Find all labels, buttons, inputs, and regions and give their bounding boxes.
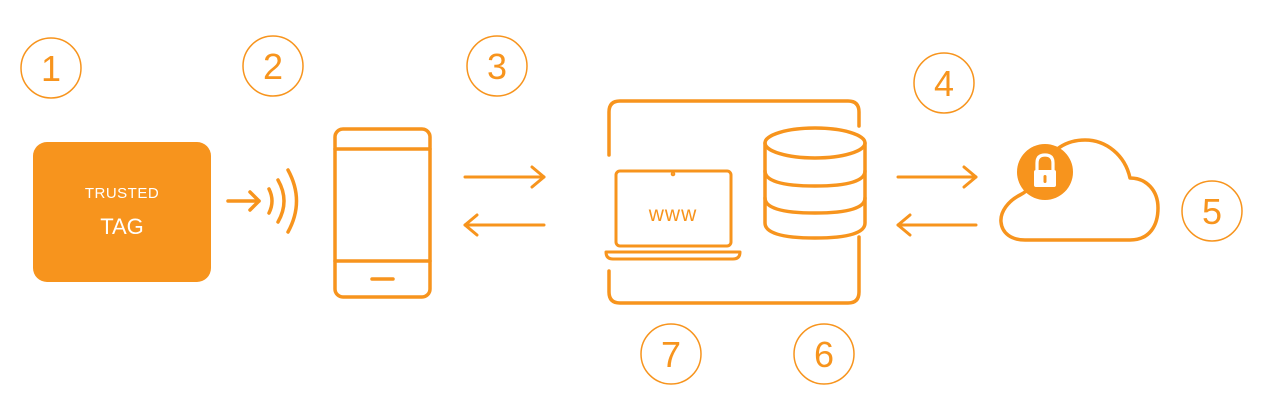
step-badge-6: 6 — [793, 323, 855, 385]
laptop-icon — [604, 169, 742, 261]
step-badge-7: 7 — [640, 323, 702, 385]
step-badge-4: 4 — [913, 52, 975, 114]
step-number: 3 — [487, 46, 507, 87]
smartphone-icon — [333, 127, 432, 299]
step-number: 2 — [263, 46, 283, 87]
tag-label-line2: TAG — [100, 214, 144, 239]
step-number: 6 — [814, 334, 834, 375]
arrow-right-icon — [896, 165, 978, 189]
nfc-waves-icon — [226, 168, 299, 234]
step-badge-3: 3 — [466, 35, 528, 97]
arrow-right-icon — [463, 165, 546, 189]
trusted-tag-icon: TRUSTED TAG — [33, 142, 211, 282]
step-badge-5: 5 — [1181, 180, 1243, 242]
tag-label-line1: TRUSTED — [85, 185, 159, 202]
laptop-screen-text: www — [648, 203, 698, 226]
arrow-left-icon — [463, 213, 546, 237]
database-icon — [763, 126, 867, 240]
cloud-icon — [999, 138, 1160, 242]
arrow-left-icon — [896, 213, 978, 237]
step-badge-1: 1 — [20, 37, 82, 99]
step-number: 1 — [41, 48, 61, 89]
step-badge-2: 2 — [242, 35, 304, 97]
step-number: 7 — [661, 334, 681, 375]
padlock-icon — [1017, 144, 1073, 200]
step-number: 4 — [934, 63, 954, 104]
server-frame — [607, 99, 861, 305]
step-number: 5 — [1202, 191, 1222, 232]
